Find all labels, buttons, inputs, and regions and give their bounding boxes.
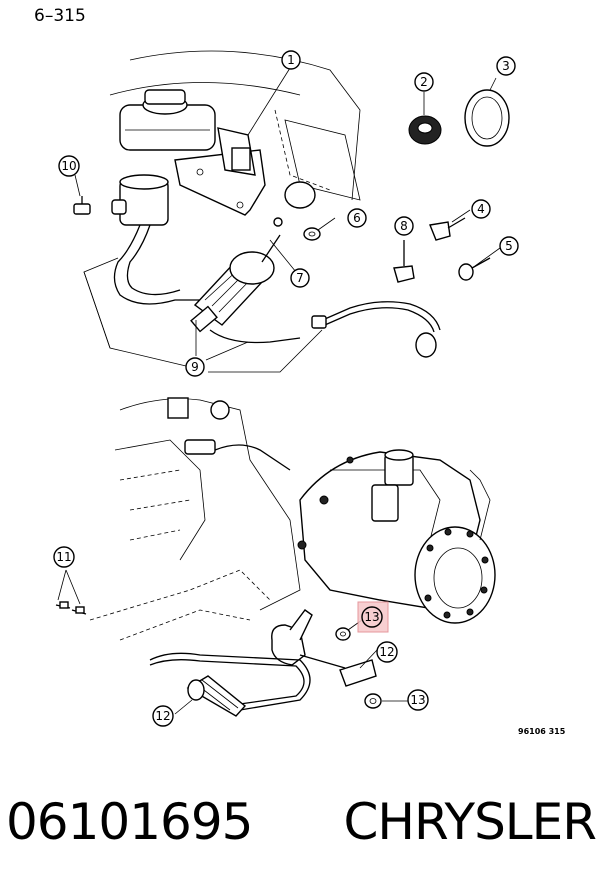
callout-3: 3 bbox=[496, 56, 516, 76]
nut-6 bbox=[303, 227, 321, 241]
slave-cylinder bbox=[271, 609, 377, 687]
clutch-hydraulic-diagram: 1 2 3 4 5 6 7 8 9 10 11 12 12 13 13 bbox=[53, 50, 519, 727]
nut-13-upper bbox=[335, 627, 351, 641]
svg-text:1: 1 bbox=[287, 53, 295, 67]
brake-reservoir bbox=[119, 89, 216, 151]
svg-text:3: 3 bbox=[502, 59, 510, 73]
clip-8 bbox=[393, 240, 415, 283]
part-caption: 06101695 CHRYSLER bbox=[6, 782, 597, 862]
clip-4 bbox=[429, 217, 466, 241]
fitting-5 bbox=[458, 257, 491, 281]
svg-text:4: 4 bbox=[477, 202, 485, 216]
page-code: 6–315 bbox=[34, 6, 86, 26]
fastener-10 bbox=[73, 196, 91, 215]
bolts-11 bbox=[55, 601, 87, 615]
hydraulic-line bbox=[311, 301, 441, 358]
lower-assembly bbox=[55, 397, 496, 717]
clutch-master-cylinder bbox=[190, 217, 283, 333]
svg-text:5: 5 bbox=[505, 239, 513, 253]
svg-text:7: 7 bbox=[296, 271, 304, 285]
callout-4: 4 bbox=[471, 199, 491, 219]
grommet-2 bbox=[408, 115, 442, 145]
callout-9: 9 bbox=[185, 357, 205, 377]
svg-text:13: 13 bbox=[410, 693, 425, 707]
callout-7: 7 bbox=[290, 268, 310, 288]
svg-text:2: 2 bbox=[420, 75, 428, 89]
svg-text:10: 10 bbox=[61, 159, 76, 173]
lower-hydraulic-line bbox=[89, 569, 311, 711]
firewall-seal bbox=[284, 181, 316, 209]
callout-2: 2 bbox=[414, 72, 434, 92]
callout-13-lower: 13 bbox=[407, 689, 429, 711]
callout-10: 10 bbox=[58, 155, 80, 177]
callout-8: 8 bbox=[394, 216, 414, 236]
cylinder-12 bbox=[186, 675, 247, 717]
callout-12-left: 12 bbox=[152, 705, 174, 727]
ring-3 bbox=[464, 89, 510, 147]
callout-11: 11 bbox=[53, 546, 75, 568]
svg-text:12: 12 bbox=[379, 645, 394, 659]
brand-name: CHRYSLER bbox=[343, 793, 597, 851]
callout-1: 1 bbox=[281, 50, 301, 70]
svg-text:12: 12 bbox=[155, 709, 170, 723]
nut-13-lower bbox=[364, 693, 382, 709]
figure-code: 96106 315 bbox=[518, 727, 566, 736]
svg-text:9: 9 bbox=[191, 360, 199, 374]
transmission bbox=[297, 449, 496, 624]
callout-6: 6 bbox=[347, 208, 367, 228]
svg-text:11: 11 bbox=[56, 550, 71, 564]
callout-12-right: 12 bbox=[376, 641, 398, 663]
svg-text:13: 13 bbox=[364, 610, 379, 624]
upper-assembly bbox=[73, 50, 510, 373]
svg-text:6: 6 bbox=[353, 211, 361, 225]
part-number: 06101695 bbox=[6, 793, 253, 851]
callout-13-upper: 13 bbox=[361, 606, 383, 628]
callout-5: 5 bbox=[499, 236, 519, 256]
clutch-master-reservoir bbox=[111, 174, 205, 305]
svg-text:8: 8 bbox=[400, 219, 408, 233]
bracket-plate bbox=[174, 127, 266, 216]
